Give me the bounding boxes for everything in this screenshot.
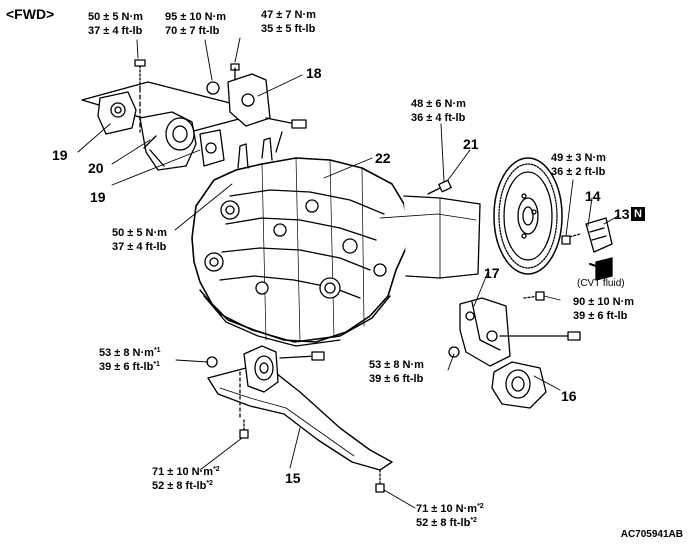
- part-number-19-upper: 19: [52, 147, 68, 163]
- torque-spec-9: 53 ± 8 N·m 39 ± 6 ft-lb: [369, 358, 424, 386]
- torque-spec-4: 48 ± 6 N·m 36 ± 4 ft-lb: [411, 97, 466, 125]
- torque-spec-3: 47 ± 7 N·m 35 ± 5 ft-lb: [261, 8, 316, 36]
- torque-spec-8: 53 ± 8 N·m*1 39 ± 6 ft-lb*1: [99, 346, 161, 374]
- bracket-18: [206, 63, 307, 129]
- torque-spec-2: 95 ± 10 N·m 70 ± 7 ft-lb: [165, 10, 226, 38]
- drive-plate: [493, 157, 563, 275]
- torque-spec-1: 50 ± 5 N·m 37 ± 4 ft-lb: [88, 10, 143, 38]
- torque-spec-11: 71 ± 10 N·m*2 52 ± 8 ft-lb*2: [416, 502, 484, 530]
- torque-ftlb: 37 ± 4 ft-lb: [112, 241, 167, 253]
- torque-ftlb: 52 ± 8 ft-lb*2: [416, 517, 477, 529]
- bolt-lower-right: [375, 469, 385, 493]
- view-direction-label: <FWD>: [6, 6, 55, 22]
- torque-nm: 53 ± 8 N·m*1: [99, 347, 161, 359]
- torque-nm: 49 ± 3 N·m: [551, 152, 606, 164]
- torque-nm: 71 ± 10 N·m*2: [416, 503, 484, 515]
- new-part-mark: N: [631, 207, 645, 221]
- part-number-22: 22: [375, 150, 391, 166]
- torque-ftlb: 35 ± 5 ft-lb: [261, 23, 316, 35]
- part-number-17: 17: [484, 265, 500, 281]
- torque-nm: 47 ± 7 N·m: [261, 9, 316, 21]
- footnote-mark: *2: [470, 517, 477, 524]
- bolt-21: [427, 179, 452, 195]
- drain-plug-14: [561, 233, 581, 245]
- torque-spec-6: 50 ± 5 N·m 37 ± 4 ft-lb: [112, 226, 167, 254]
- torque-ftlb: 36 ± 4 ft-lb: [411, 112, 466, 124]
- torque-ftlb: 39 ± 6 ft-lb: [369, 373, 424, 385]
- torque-ftlb: 39 ± 6 ft-lb: [573, 310, 628, 322]
- footnote-mark: *2: [213, 466, 220, 473]
- part-number-13: 13: [614, 206, 630, 222]
- footnote-mark: *2: [477, 503, 484, 510]
- part-number-18: 18: [306, 65, 322, 81]
- leader-lines: [77, 37, 619, 509]
- bracket-17: [448, 291, 581, 367]
- part-number-21: 21: [463, 136, 479, 152]
- part-number-20: 20: [88, 160, 104, 176]
- bolt-lower-left: [239, 419, 249, 439]
- cvt-fluid-can: [589, 257, 613, 281]
- torque-spec-7: 90 ± 10 N·m 39 ± 6 ft-lb: [573, 295, 634, 323]
- torque-ftlb: 70 ± 7 ft-lb: [165, 25, 220, 37]
- torque-spec-5: 49 ± 3 N·m 36 ± 2 ft-lb: [551, 151, 606, 179]
- crossmember-15: [207, 367, 393, 471]
- bolt-upper-left: [134, 59, 146, 133]
- torque-ftlb: 39 ± 6 ft-lb*1: [99, 361, 160, 373]
- image-code: AC705941AB: [620, 529, 683, 540]
- transaxle-body: [191, 131, 409, 347]
- torque-nm: 53 ± 8 N·m: [369, 359, 424, 371]
- torque-spec-10: 71 ± 10 N·m*2 52 ± 8 ft-lb*2: [152, 465, 220, 493]
- torque-nm: 95 ± 10 N·m: [165, 11, 227, 23]
- torque-nm: 50 ± 5 N·m: [112, 227, 167, 239]
- torque-ftlb: 36 ± 2 ft-lb: [551, 166, 606, 178]
- part-number-19-lower: 19: [90, 189, 106, 205]
- footnote-mark: *1: [153, 361, 160, 368]
- bracket-19-lower: [199, 129, 225, 167]
- torque-nm: 90 ± 10 N·m: [573, 296, 635, 308]
- cvt-fluid-label: (CVT fluid): [577, 278, 625, 289]
- footnote-mark: *2: [206, 480, 213, 487]
- torque-nm: 71 ± 10 N·m*2: [152, 466, 220, 478]
- part-number-15: 15: [285, 470, 301, 486]
- footnote-mark: *1: [153, 347, 161, 354]
- insulator-16: [491, 361, 547, 409]
- insulator-20: [139, 111, 197, 171]
- torque-ftlb: 52 ± 8 ft-lb*2: [152, 480, 213, 492]
- insulator-crossmember: [206, 345, 325, 393]
- converter-housing: [379, 195, 481, 279]
- gasket-13: [585, 217, 613, 253]
- part-number-16: 16: [561, 388, 577, 404]
- torque-nm: 48 ± 6 N·m: [411, 98, 466, 110]
- torque-ftlb: 37 ± 4 ft-lb: [88, 25, 143, 37]
- part-number-14: 14: [585, 188, 601, 204]
- bracket-19-upper: [97, 91, 137, 135]
- torque-nm: 50 ± 5 N·m: [88, 11, 143, 23]
